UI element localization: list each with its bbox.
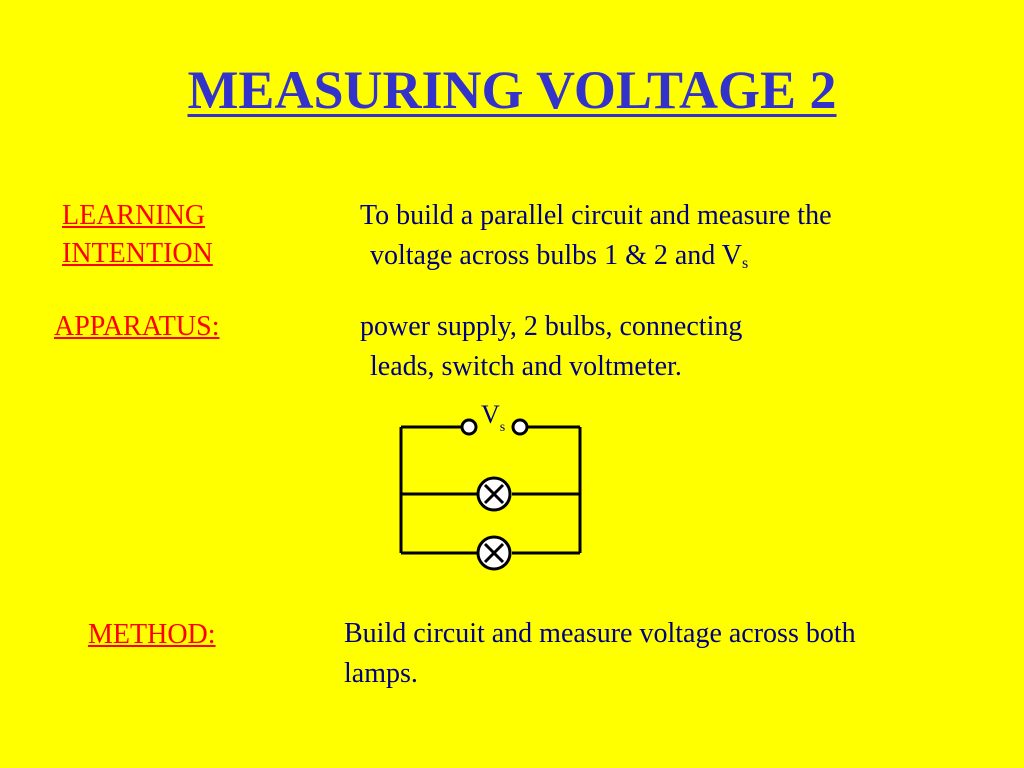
learning-intention-text-line2-main: voltage across bulbs 1 & 2 and V: [370, 240, 742, 271]
parallel-circuit-diagram: [399, 418, 582, 571]
voltmeter-label: Vs: [481, 400, 505, 435]
voltmeter-terminal-left: [460, 418, 478, 436]
learning-intention-text-line2: voltage across bulbs 1 & 2 and Vs: [360, 236, 832, 276]
apparatus-text: power supply, 2 bulbs, connecting leads,…: [360, 307, 742, 387]
apparatus-text-line1: power supply, 2 bulbs, connecting: [360, 311, 743, 342]
learning-intention-label: LEARNING INTENTION: [62, 197, 213, 273]
voltmeter-label-main: V: [481, 400, 500, 429]
method-label: METHOD:: [88, 619, 216, 650]
learning-intention-subscript: s: [741, 255, 749, 272]
apparatus-text-line2: leads, switch and voltmeter.: [370, 351, 682, 382]
learning-intention-text: To build a parallel circuit and measure …: [360, 196, 832, 276]
learning-intention-label-line2: INTENTION: [62, 238, 213, 269]
slide-title: MEASURING VOLTAGE 2: [187, 60, 837, 120]
apparatus-label: APPARATUS:: [54, 311, 220, 342]
learning-intention-label-line1: LEARNING: [62, 200, 206, 231]
bulb-2-icon: [476, 535, 512, 571]
method-text: Build circuit and measure voltage across…: [344, 614, 856, 694]
learning-intention-text-line1: To build a parallel circuit and measure …: [360, 200, 832, 231]
method-text-line2: lamps.: [344, 658, 418, 689]
voltmeter-terminal-right: [511, 418, 529, 436]
voltmeter-label-subscript: s: [499, 420, 506, 435]
method-text-line1: Build circuit and measure voltage across…: [344, 618, 856, 649]
bulb-1-icon: [476, 476, 512, 512]
